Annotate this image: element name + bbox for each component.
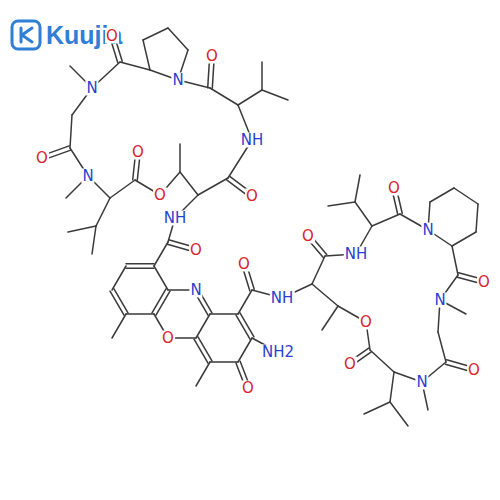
- bond-line: [68, 226, 96, 232]
- bond-line: [322, 306, 338, 330]
- atom-label: O: [343, 357, 357, 372]
- bond-line: [154, 242, 168, 266]
- bond-layer: [41, 28, 484, 426]
- bond-line: [390, 402, 408, 426]
- logo-glyph: [21, 28, 32, 42]
- bond-line: [156, 291, 170, 315]
- bond-line: [70, 115, 72, 148]
- bond-line: [210, 313, 238, 315]
- bond-line: [196, 362, 210, 386]
- bond-line: [312, 256, 325, 284]
- bond-line: [112, 266, 126, 290]
- bond-line: [328, 202, 355, 206]
- bond-line: [143, 40, 150, 70]
- bond-line: [126, 263, 154, 265]
- bond-line: [372, 214, 400, 226]
- bond-line: [196, 314, 210, 338]
- bond-line: [112, 314, 126, 338]
- bond-line: [126, 313, 154, 315]
- bond-line: [452, 232, 476, 246]
- atom-label: NH: [240, 133, 265, 148]
- bond-line: [210, 361, 238, 363]
- atom-label: O: [301, 229, 315, 244]
- atom-label: O: [189, 243, 203, 258]
- bond-line: [438, 332, 446, 362]
- atom-label: O: [161, 331, 175, 346]
- atom-label: O: [35, 151, 49, 166]
- atom-label: N: [433, 293, 446, 308]
- atom-label: O: [205, 49, 219, 64]
- bond-line: [179, 144, 181, 172]
- atom-label: O: [387, 181, 401, 196]
- atom-label: O: [131, 145, 145, 160]
- bond-line: [238, 338, 252, 362]
- atom-label: O: [467, 363, 481, 378]
- bond-line: [262, 90, 288, 100]
- bond-line: [126, 268, 154, 270]
- atom-label: N: [421, 223, 434, 238]
- bond-line: [96, 198, 110, 226]
- atom-label: O: [477, 275, 491, 290]
- logo-frame: [12, 21, 40, 49]
- bond-line: [180, 172, 198, 195]
- bond-line: [430, 188, 454, 202]
- bond-line: [390, 372, 394, 402]
- bond-line: [370, 350, 394, 372]
- bond-line: [261, 62, 263, 90]
- bond-line: [154, 266, 168, 290]
- bond-line: [238, 290, 252, 314]
- bond-line: [452, 246, 458, 275]
- atom-label: O: [359, 315, 373, 330]
- logo-icon: [12, 21, 40, 49]
- bond-line: [198, 337, 212, 361]
- bond-line: [312, 284, 338, 306]
- bond-line: [210, 88, 238, 105]
- bond-line: [476, 204, 478, 232]
- bond-line: [168, 28, 188, 50]
- bond-line: [110, 180, 135, 198]
- bond-line: [110, 291, 124, 315]
- bond-line: [92, 226, 96, 254]
- bond-line: [143, 28, 168, 40]
- bond-line: [454, 188, 478, 204]
- atom-label: N: [415, 375, 428, 390]
- atom-label: O: [241, 381, 255, 396]
- atom-label: O: [153, 188, 167, 203]
- atom-label: O: [105, 29, 119, 44]
- atom-label: N: [171, 73, 184, 88]
- atom-label: O: [245, 189, 259, 204]
- atom-label: N: [189, 283, 202, 298]
- atom-label: NH: [344, 247, 369, 262]
- atom-label: O: [237, 257, 251, 272]
- bond-line: [236, 315, 250, 339]
- atom-label: NH2: [261, 345, 295, 360]
- bond-line: [355, 175, 360, 202]
- bond-line: [120, 62, 150, 70]
- atom-label: N: [81, 169, 94, 184]
- atom-label: N: [85, 81, 98, 96]
- bond-line: [198, 178, 228, 195]
- bond-line: [238, 90, 262, 105]
- atom-label: NH: [163, 211, 188, 226]
- bond-line: [355, 202, 372, 226]
- bond-line: [364, 402, 390, 414]
- atom-label: NH: [270, 291, 295, 306]
